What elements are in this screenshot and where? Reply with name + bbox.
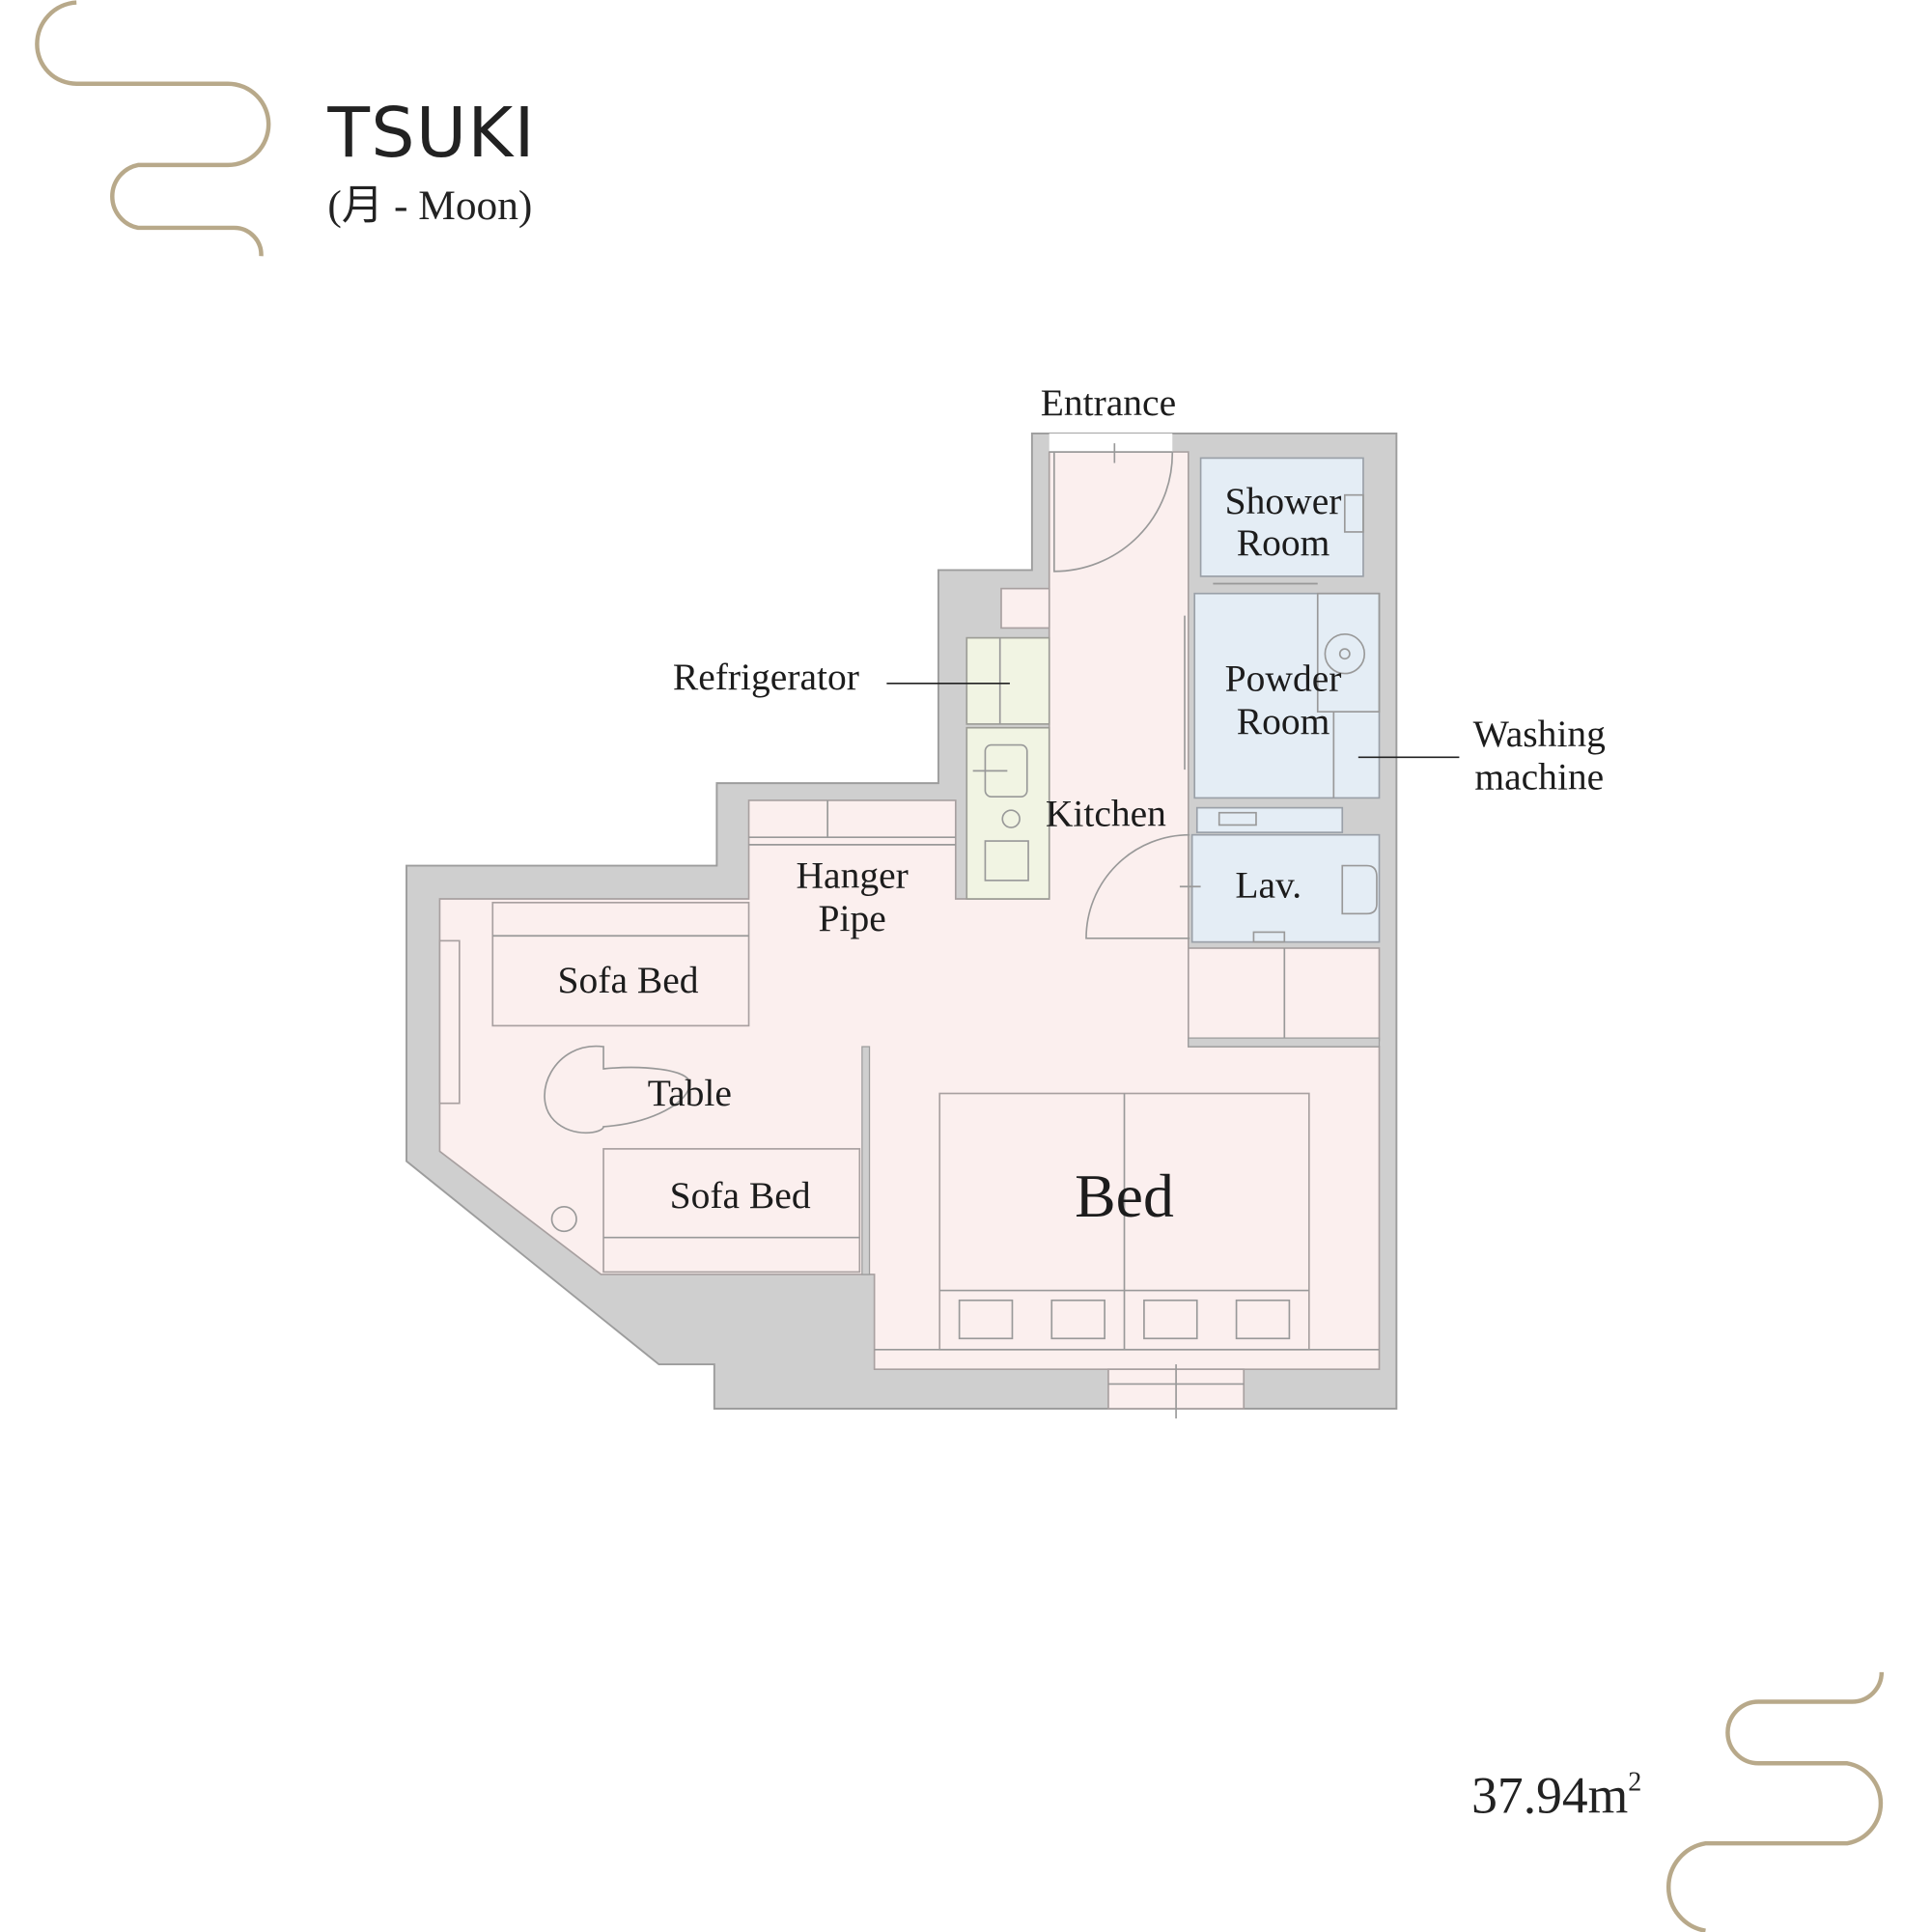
label-refrigerator: Refrigerator xyxy=(673,656,859,698)
wave-decoration-bottom-right xyxy=(1666,1671,1885,1932)
label-powder-2: Room xyxy=(1237,700,1330,742)
stove-icon xyxy=(1001,809,1021,828)
refrigerator xyxy=(966,636,1050,725)
label-shower-2: Room xyxy=(1237,521,1330,564)
room-title: TSUKI xyxy=(326,93,535,173)
pillow-icon xyxy=(1050,1299,1105,1340)
lav-door xyxy=(1085,833,1190,939)
floor-area: 37.94m2 xyxy=(1471,1766,1641,1824)
sofa-bed-bottom xyxy=(602,1148,861,1274)
label-lav: Lav. xyxy=(1235,864,1301,907)
floor-area-unit-sup: 2 xyxy=(1628,1767,1641,1797)
toilet-icon xyxy=(1341,864,1378,915)
floor-plan xyxy=(406,432,1398,1419)
lavatory xyxy=(1190,833,1381,943)
powder-room xyxy=(1193,592,1381,799)
pillow-icon xyxy=(1143,1299,1198,1340)
kitchen-counter xyxy=(966,726,1050,900)
room-subtitle: (月 - Moon) xyxy=(327,182,532,229)
label-kitchen: Kitchen xyxy=(1046,793,1166,835)
label-powder: Powder xyxy=(1225,657,1342,699)
storage xyxy=(1000,587,1050,630)
label-table: Table xyxy=(648,1072,732,1114)
label-hanger-2: Pipe xyxy=(819,897,886,939)
floor-area-value: 37.94m xyxy=(1471,1766,1628,1824)
label-bed: Bed xyxy=(1075,1162,1174,1230)
entrance-door xyxy=(1052,452,1174,573)
label-sofa-bed-bottom: Sofa Bed xyxy=(670,1174,811,1217)
label-hanger: Hanger xyxy=(797,854,909,897)
pillow-icon xyxy=(1235,1299,1291,1340)
label-entrance: Entrance xyxy=(1041,381,1176,424)
pillow-icon xyxy=(958,1299,1014,1340)
shower-room xyxy=(1199,457,1364,577)
label-washing-2: machine xyxy=(1474,755,1604,798)
table xyxy=(544,1045,691,1134)
label-sofa-bed-top: Sofa Bed xyxy=(558,959,699,1001)
wave-decoration-top-left xyxy=(35,0,271,257)
washbasin-icon xyxy=(1324,632,1366,675)
label-washing: Washing xyxy=(1473,713,1606,755)
label-shower: Shower xyxy=(1225,480,1342,522)
sofa-bed-top xyxy=(491,901,750,1027)
